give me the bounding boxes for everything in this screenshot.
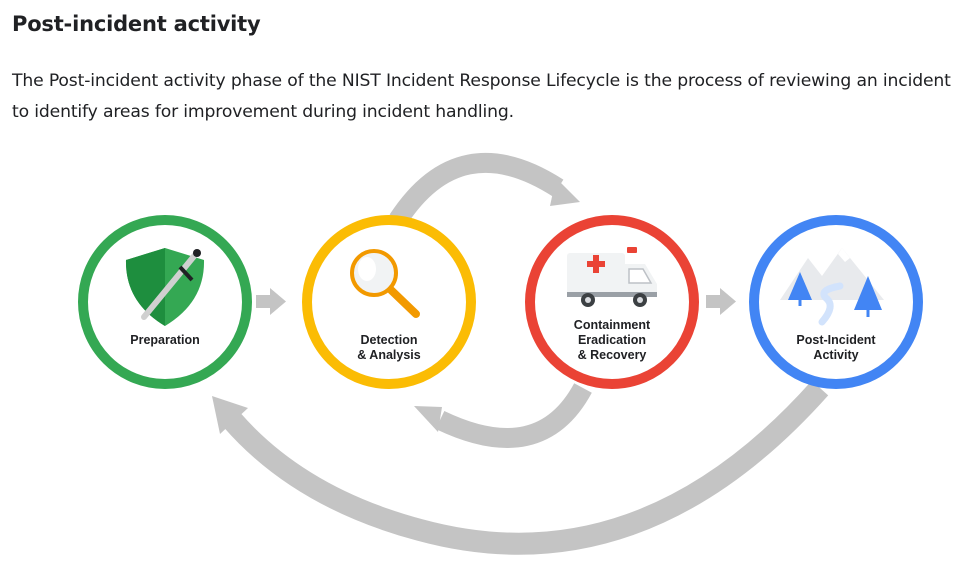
containment-label-line-1: Containment — [574, 318, 651, 332]
phase-detection: Detection & Analysis — [302, 215, 476, 389]
magnifying-glass-icon — [350, 249, 420, 318]
page-heading: Post-incident activity — [12, 12, 261, 36]
arrowhead-top — [550, 178, 580, 206]
post-incident-label-line-1: Post-Incident — [796, 333, 876, 347]
phase-preparation: Preparation — [78, 215, 252, 389]
post-incident-label-line-2: Activity — [813, 348, 858, 362]
detection-label-line-2: & Analysis — [357, 348, 421, 362]
phase-containment: Containment Eradication & Recovery — [525, 215, 699, 389]
arc-arrow-detection-to-containment — [389, 152, 564, 226]
arrow-prep-to-detection-head — [270, 288, 286, 315]
arrow-prep-to-detection-shaft — [256, 295, 270, 308]
detection-label-line-1: Detection — [361, 333, 418, 347]
ambulance-icon — [567, 247, 657, 307]
shield-sword-icon — [125, 248, 205, 326]
phase-post-incident: Post-Incident Activity — [749, 215, 923, 389]
post-incident-ring — [749, 215, 923, 389]
mountain-trees-icon — [780, 248, 884, 326]
arrow-containment-to-post-shaft — [706, 295, 720, 308]
arrow-containment-to-post-head — [720, 288, 736, 315]
intro-paragraph: The Post-incident activity phase of the … — [12, 71, 951, 122]
arrowhead-lower — [414, 406, 442, 432]
arc-arrow-post-incident-to-preparation — [223, 380, 829, 555]
containment-label-line-3: & Recovery — [578, 348, 647, 362]
preparation-label: Preparation — [130, 333, 199, 347]
lifecycle-arrows — [212, 152, 829, 555]
detection-ring — [302, 215, 476, 389]
nist-lifecycle-diagram: Preparation Detection & Analysis Contain — [78, 152, 923, 555]
arrowhead-bottom — [212, 396, 248, 434]
containment-label-line-2: Eradication — [578, 333, 646, 347]
arc-arrow-containment-to-detection — [435, 383, 592, 448]
